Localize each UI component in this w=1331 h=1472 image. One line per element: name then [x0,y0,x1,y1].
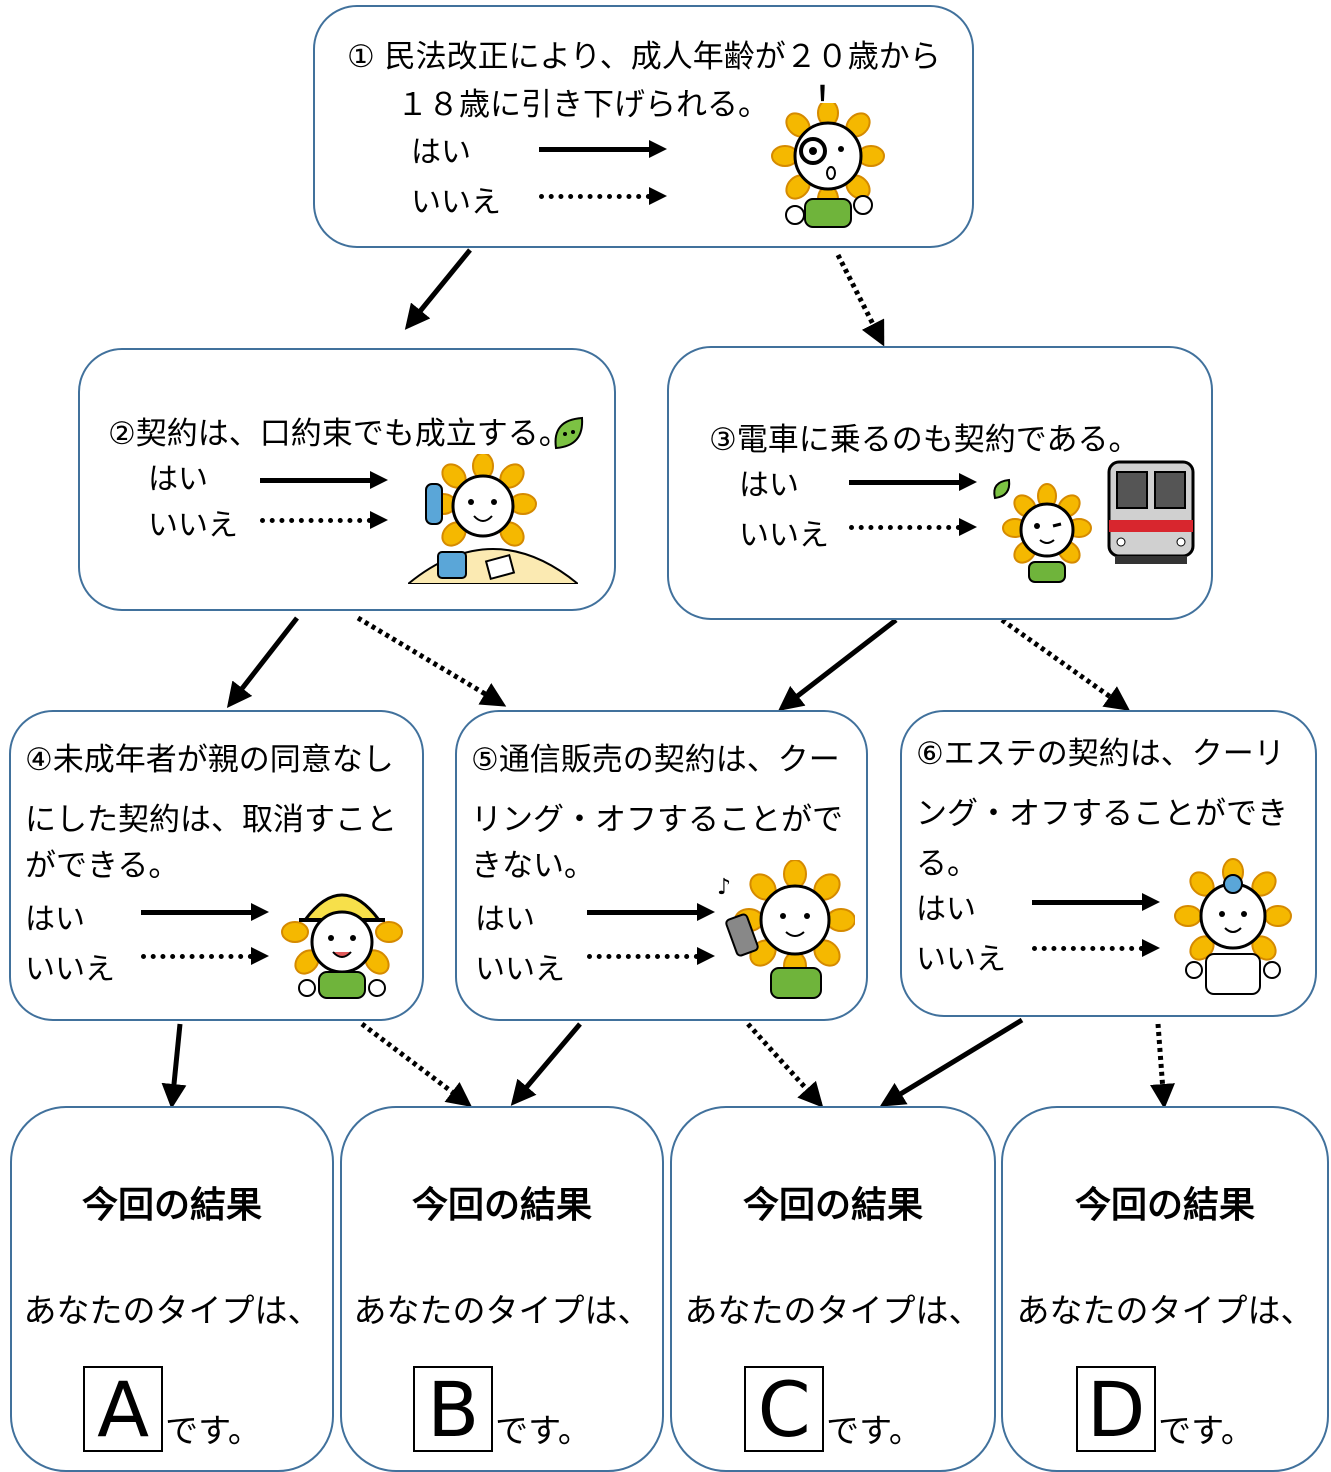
sunflower-mascot-doctor-icon [1174,858,1292,995]
question-2-no-label: いいえ [148,508,238,543]
result-d-type-text: あなたのタイプは、 [1016,1291,1314,1330]
question-4-yes-arrow [141,903,269,921]
question-4-no-arrow [141,947,269,965]
question-2-no-arrow [260,511,388,529]
question-5-yes-label: はい [475,902,535,937]
question-4-line-2: にした契約は、取消すこと [25,802,397,838]
question-box-5: ⑤通信販売の契約は、クー リング・オフすることがで きない。 はい いいえ ♪ [455,710,868,1021]
result-b-suffix: です。 [495,1411,591,1450]
result-a-letter: A [83,1366,164,1452]
question-4-line-1: ④未成年者が親の同意なし [25,742,394,778]
question-6-line-3: る。 [916,846,978,882]
result-d-letter: D [1076,1366,1157,1452]
question-box-4: ④未成年者が親の同意なし にした契約は、取消すこと ができる。 はい いいえ [9,710,424,1021]
question-3-no-label: いいえ [739,518,829,553]
result-c-title: 今回の結果 [742,1185,923,1226]
question-6-line-1: ⑥エステの契約は、クーリ [916,736,1285,772]
question-1-no-arrow [539,187,667,205]
question-4-no-label: いいえ [25,952,115,987]
result-a-suffix: です。 [165,1411,261,1450]
result-a-title: 今回の結果 [81,1185,262,1226]
question-2-line-1: ②契約は、口約束でも成立する。 [108,416,570,452]
question-box-6: ⑥エステの契約は、クーリ ング・オフすることができ る。 はい いいえ [900,710,1317,1017]
question-1-no-label: いいえ [411,185,501,220]
result-d-suffix: です。 [1158,1411,1254,1450]
question-box-1: ① 民法改正により、成人年齢が２０歳から １８歳に引き下げられる。 はい いいえ… [313,5,974,248]
sunflower-mascot-smartphone-icon: ♪ [717,860,855,999]
result-d-title: 今回の結果 [1074,1185,1255,1226]
sunflower-mascot-train-icon [993,478,1092,583]
question-5-yes-arrow [587,903,715,921]
arrow-q6-no [1150,1023,1175,1109]
question-1-yes-label: はい [411,135,471,170]
question-3-yes-arrow [849,473,977,491]
sunflower-mascot-magnifier-icon [771,103,885,228]
arrow-q5-no [746,1022,824,1108]
question-3-line-1: ③電車に乗るのも契約である。 [709,422,1140,458]
arrow-q4-no [360,1022,472,1108]
arrow-q1-no [835,253,885,347]
result-c-type-text: あなたのタイプは、 [684,1291,982,1330]
question-5-line-2: リング・オフすることがで [471,802,843,838]
question-6-line-2: ング・オフすることができ [916,796,1288,832]
question-6-no-arrow [1032,939,1160,957]
sunflower-mascot-hat-icon [281,893,403,999]
question-1-line-1: ① 民法改正により、成人年齢が２０歳から [347,39,941,75]
question-box-2: ②契約は、口約束でも成立する。 はい いいえ [78,348,616,611]
question-5-no-arrow [587,947,715,965]
result-c-letter: C [744,1366,825,1452]
result-b-title: 今回の結果 [411,1185,592,1226]
question-3-no-arrow [849,518,977,536]
question-1-line-2: １８歳に引き下げられる。 [397,87,769,123]
question-5-no-label: いいえ [475,952,565,987]
arrow-q6-yes [879,1017,1024,1107]
result-b-letter: B [413,1366,494,1452]
question-3-yes-label: はい [739,468,799,503]
result-b-type-text: あなたのタイプは、 [353,1291,651,1330]
arrow-q5-yes [510,1022,582,1106]
question-6-yes-label: はい [916,892,976,927]
arrow-q3-no [1000,617,1131,711]
leaf-icon [554,416,584,450]
arrow-q2-no [356,615,507,707]
question-4-yes-label: はい [25,902,85,937]
question-2-yes-arrow [260,471,388,489]
sunflower-mascot-phone-icon [408,454,578,584]
result-c-suffix: です。 [826,1411,922,1450]
question-5-line-1: ⑤通信販売の契約は、クー [471,742,840,778]
result-a-type-text: あなたのタイプは、 [23,1291,321,1330]
arrow-q1-yes [404,248,472,330]
question-6-no-label: いいえ [916,942,1006,977]
question-1-yes-arrow [539,140,667,158]
arrow-q2-yes [226,616,299,708]
arrow-q4-yes [161,1023,187,1109]
train-icon [1107,460,1195,564]
svg-text:♪: ♪ [717,875,731,900]
question-4-line-3: ができる。 [25,848,180,884]
question-5-line-3: きない。 [471,848,595,884]
arrow-q3-yes [778,618,898,712]
question-2-yes-label: はい [148,462,208,497]
question-6-yes-arrow [1032,893,1160,911]
question-box-3: ③電車に乗るのも契約である。 はい いいえ [667,346,1213,620]
